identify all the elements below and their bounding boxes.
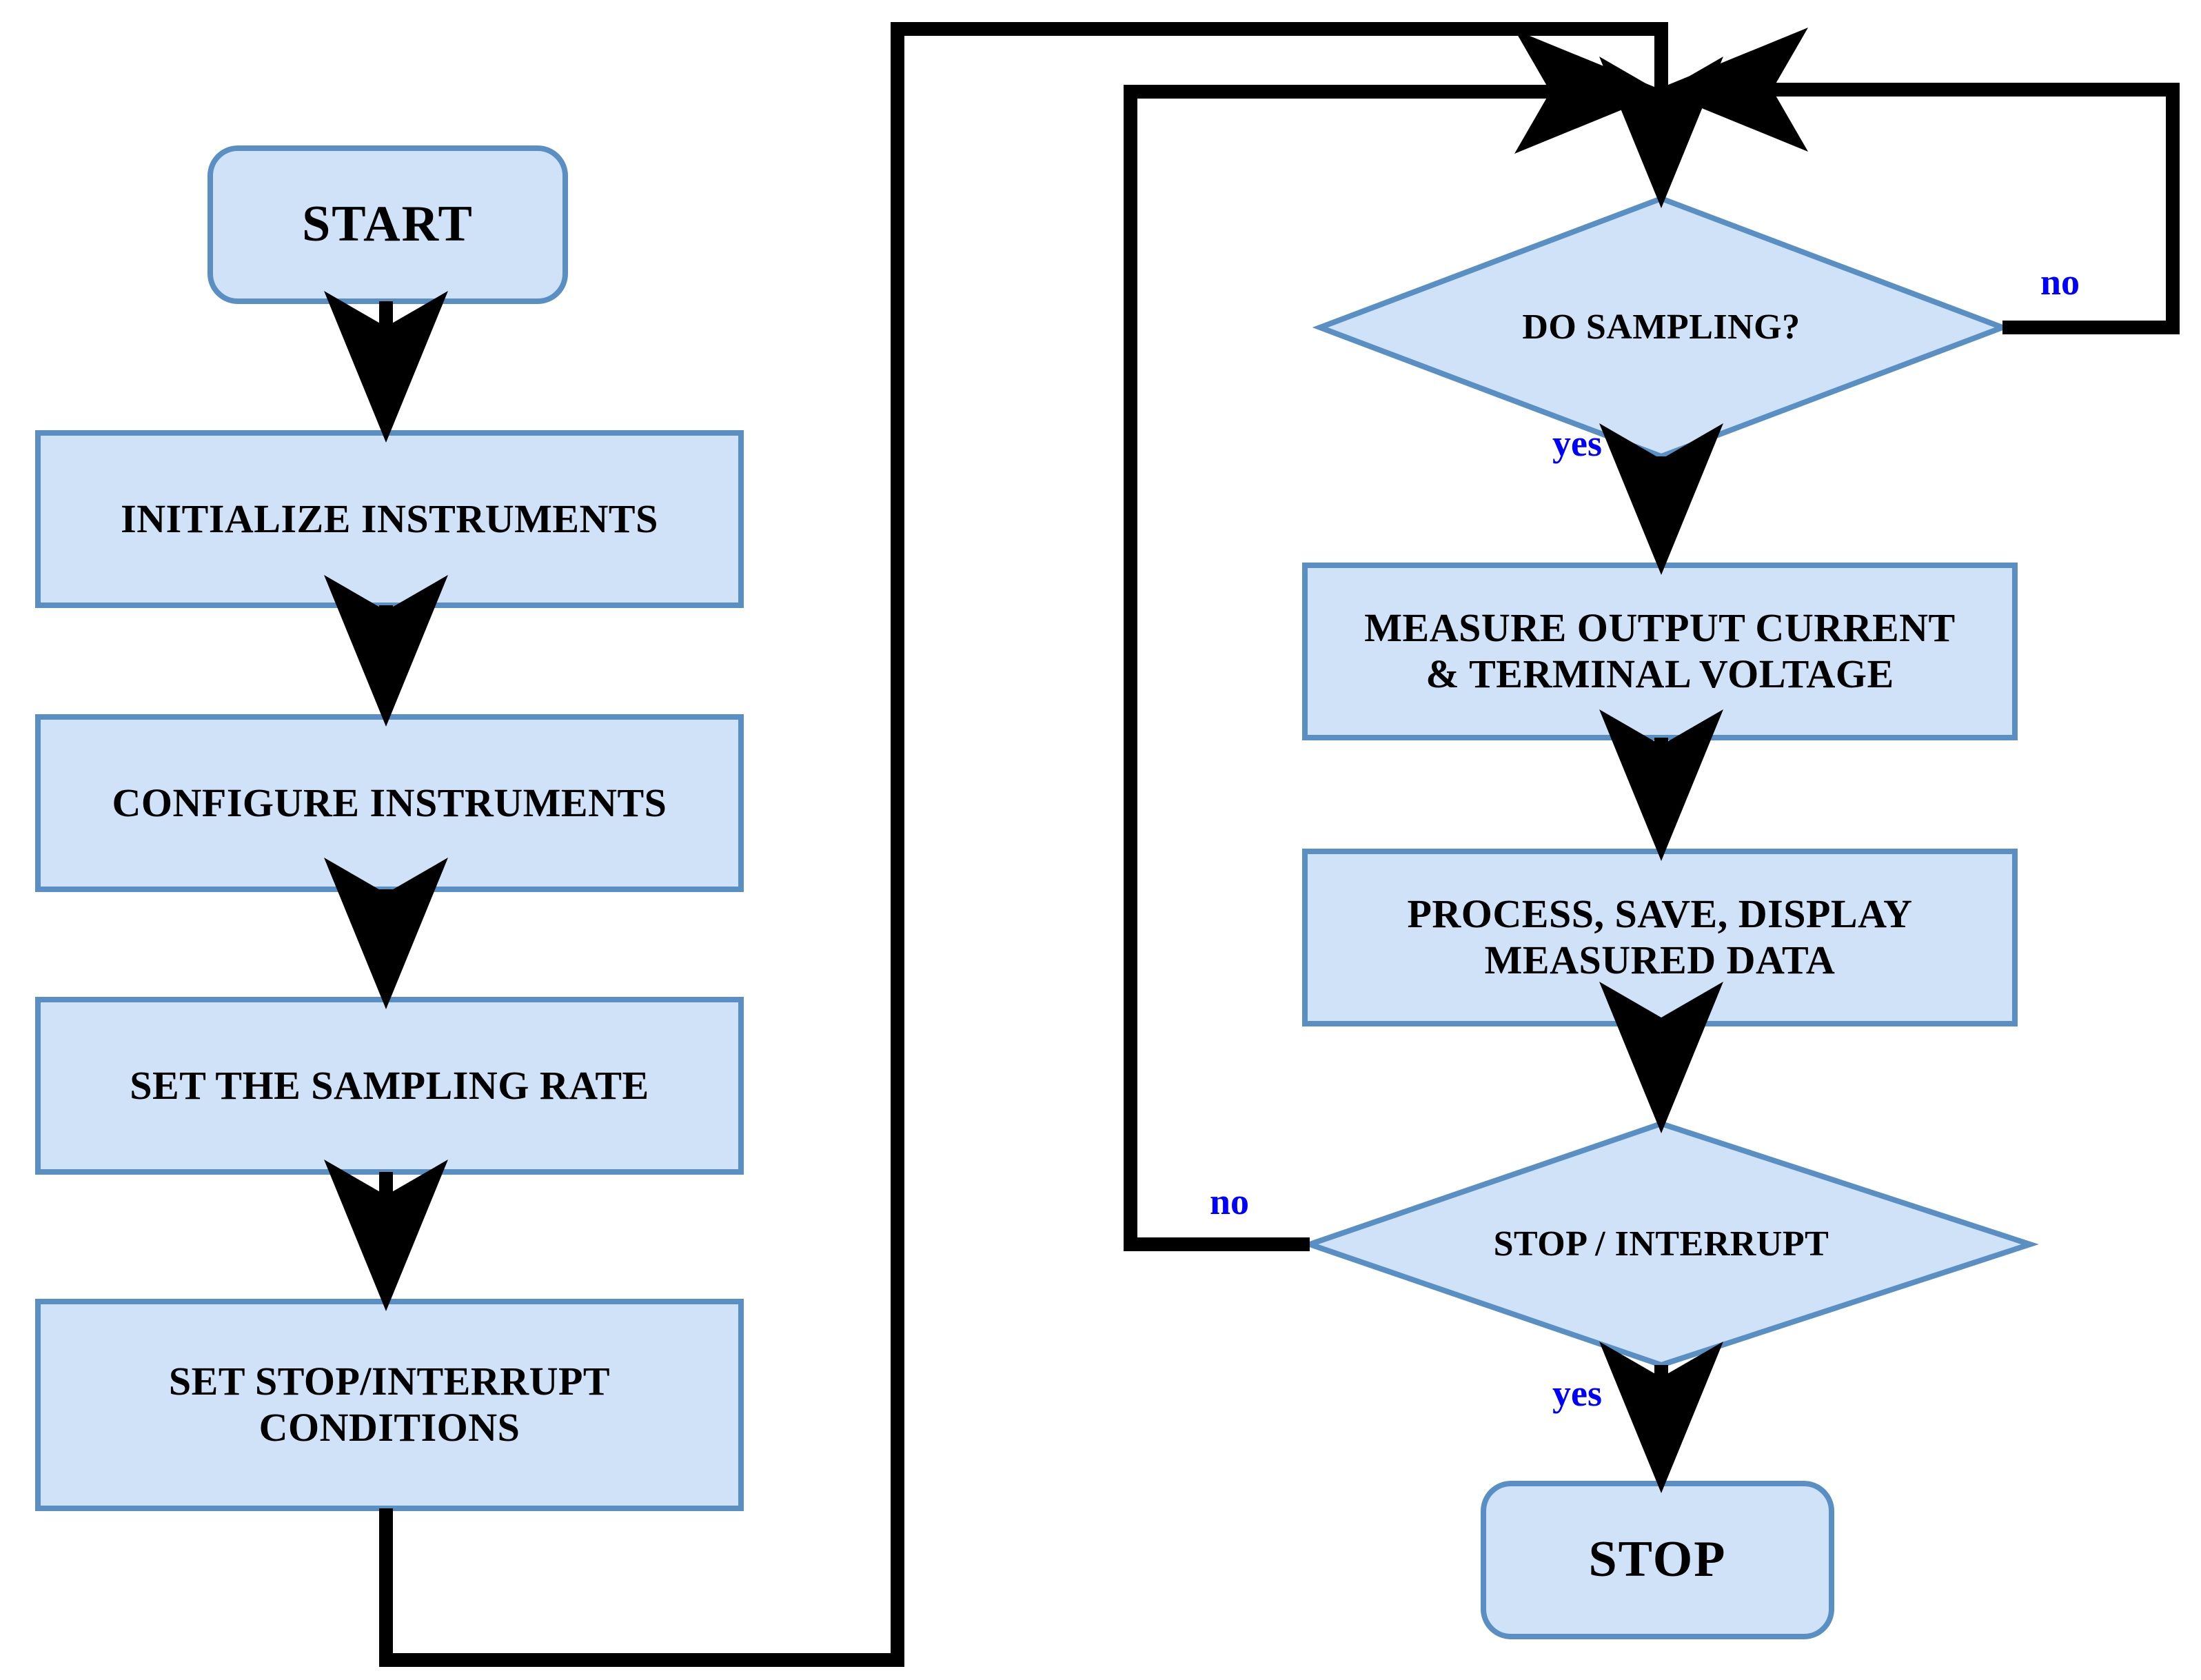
node-stop-interrupt-decision[interactable] (1310, 1124, 2030, 1365)
node-configure-instruments[interactable] (38, 717, 741, 889)
node-process-save-display[interactable] (1305, 851, 2015, 1024)
node-sampling-rate-shape[interactable] (35, 997, 744, 1175)
node-stop[interactable] (1483, 1484, 1832, 1637)
node-do-sampling-decision[interactable] (1320, 199, 2002, 456)
edge-stop-check-no-to-do-sampling (1124, 30, 1667, 1251)
node-measure-output-current[interactable] (1305, 565, 2015, 738)
node-start[interactable] (210, 148, 565, 301)
node-set-sampling-rate[interactable] (38, 1000, 741, 1172)
node-measure-shape[interactable] (1302, 563, 2018, 740)
node-set-stop-interrupt-conditions[interactable] (38, 1302, 741, 1508)
node-initialize-instruments[interactable] (38, 433, 741, 605)
edge-do-sampling-no-loop (1656, 27, 2180, 334)
